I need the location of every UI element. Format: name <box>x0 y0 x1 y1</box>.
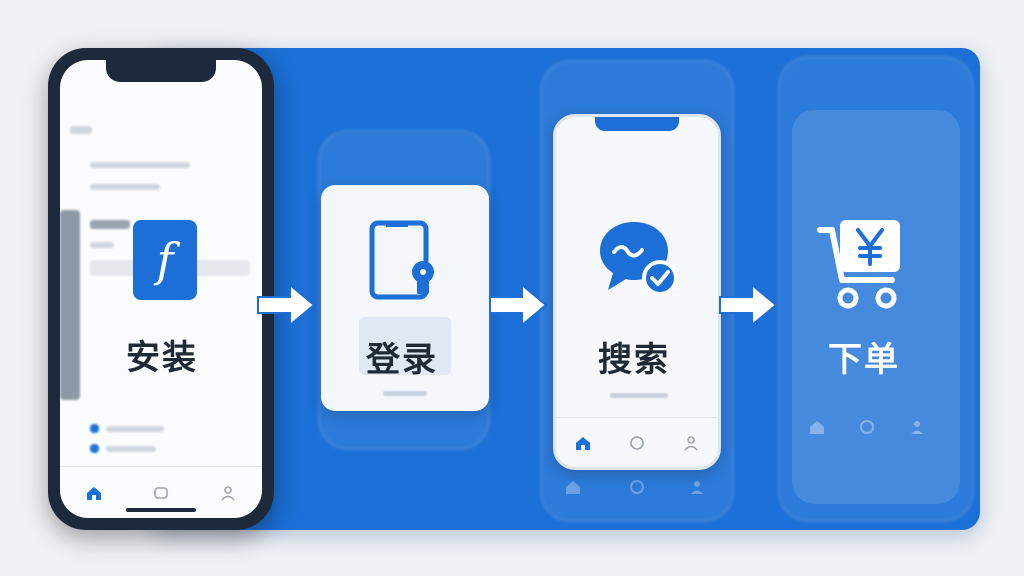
chat-icon[interactable] <box>629 435 645 451</box>
ghost-screen-order <box>792 110 960 504</box>
tablet-lock-icon <box>369 220 434 300</box>
step-order-label: 下单 <box>828 340 900 380</box>
arrow-right-icon <box>489 282 548 328</box>
home-icon[interactable] <box>575 435 591 451</box>
user-icon[interactable] <box>220 485 236 501</box>
phone-bottom-nav <box>60 466 262 518</box>
step-install-label: 安装 <box>126 338 198 378</box>
ghost-chat-icon-2 <box>630 480 644 494</box>
cart-yen-icon <box>817 220 900 309</box>
chat-check-icon <box>600 222 678 296</box>
ghost-home-icon-2 <box>566 481 580 494</box>
search-phone-nav <box>556 417 718 467</box>
ghost-user-icon <box>911 421 923 434</box>
step-search-label: 搜索 <box>598 340 670 380</box>
home-icon[interactable] <box>86 485 102 501</box>
user-icon[interactable] <box>683 435 699 451</box>
arrow-right-icon <box>257 282 316 328</box>
login-label-background <box>359 317 451 375</box>
chat-icon[interactable] <box>153 485 169 501</box>
home-indicator <box>126 508 196 512</box>
ghost-home-icon <box>810 421 824 434</box>
ghost-user-icon-2 <box>691 481 703 494</box>
arrow-right-icon <box>719 282 778 328</box>
ghost-chat-icon <box>860 420 874 434</box>
ghost-phone-order <box>778 56 974 522</box>
step-login-label: 登录 <box>366 340 438 380</box>
phone-frame <box>48 48 274 530</box>
phone-notch <box>595 117 679 131</box>
step-install: f <box>120 220 210 300</box>
app-f-icon: f <box>133 220 197 300</box>
phone-notch <box>106 60 216 82</box>
step-search-phone <box>553 114 721 470</box>
